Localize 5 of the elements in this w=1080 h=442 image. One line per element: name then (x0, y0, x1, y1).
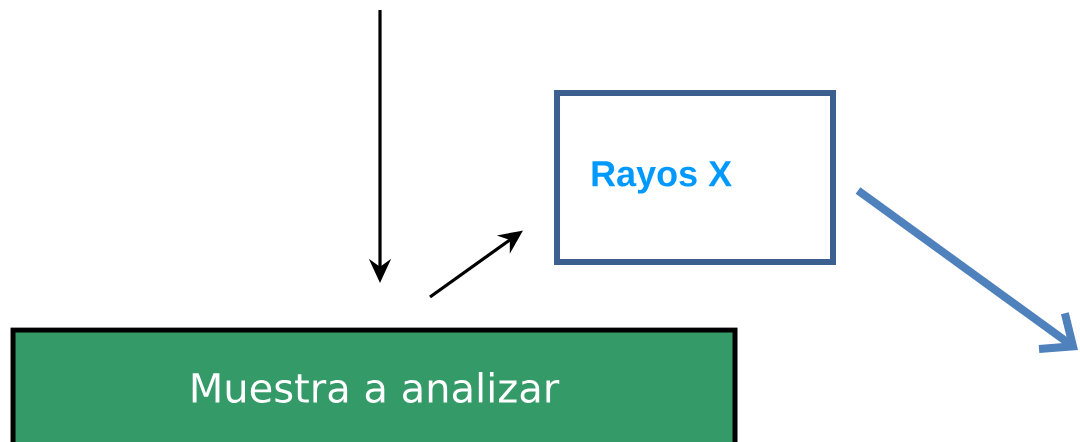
node-label: Muestra a analizar (192, 372, 560, 403)
sample-bar (10, 327, 738, 442)
node-label: Rayos X (592, 161, 732, 194)
arrow (855, 187, 1078, 353)
labeled-box (554, 90, 836, 265)
